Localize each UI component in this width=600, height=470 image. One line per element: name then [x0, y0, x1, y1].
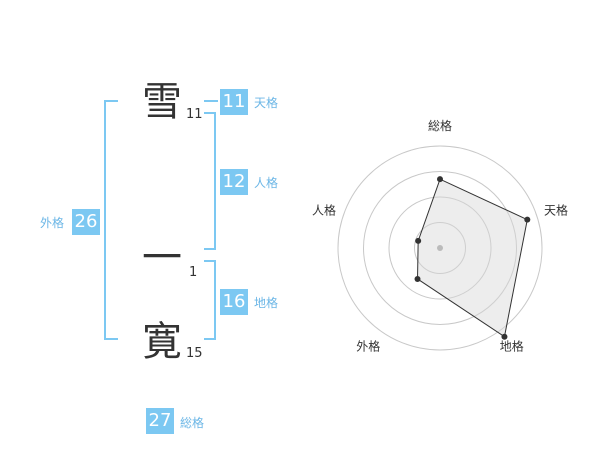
jinkaku-label: 人格	[254, 176, 279, 190]
tenkaku-value-badge: 11	[220, 89, 248, 115]
chikaku-value-badge: 16	[220, 289, 248, 315]
radar-ring-1	[414, 222, 466, 274]
radar-axis-label-5: 人格	[312, 202, 336, 217]
radar-axis-label-1: 総格	[428, 118, 452, 133]
gaikaku-label: 外格	[40, 216, 65, 230]
radar-polygon	[417, 178, 528, 338]
radar-axis-label-3: 地格	[500, 339, 524, 354]
tenkaku-bracket	[204, 100, 218, 102]
name-char-2-strokes: 1	[189, 265, 198, 280]
name-char-2: 一	[142, 235, 182, 281]
tenkaku-label: 天格	[254, 96, 279, 110]
radar-ring-3	[363, 171, 517, 325]
radar-point-3	[501, 333, 508, 340]
radar-axis-label-2: 天格	[544, 202, 568, 217]
jinkaku-bracket	[204, 112, 216, 250]
name-char-1: 雪	[142, 79, 182, 125]
soukaku-value-badge: 27	[146, 408, 174, 434]
radar-point-4	[414, 275, 421, 282]
gaikaku-value-badge: 26	[72, 209, 100, 235]
chikaku-label: 地格	[254, 296, 279, 310]
radar-center-dot	[437, 245, 443, 251]
name-char-3: 寛	[142, 319, 182, 365]
name-char-3-strokes: 15	[186, 346, 203, 361]
name-char-1-strokes: 11	[186, 107, 203, 122]
radar-ring-2	[388, 196, 492, 300]
radar-point-2	[524, 216, 531, 223]
chikaku-bracket	[204, 260, 216, 340]
jinkaku-value-badge: 12	[220, 169, 248, 195]
radar-point-1	[437, 176, 443, 183]
soukaku-label: 総格	[180, 416, 205, 430]
gaikaku-bracket	[104, 100, 118, 340]
radar-point-5	[415, 237, 422, 244]
radar-ring-4	[337, 145, 543, 351]
radar-axis-label-4: 外格	[356, 339, 380, 354]
